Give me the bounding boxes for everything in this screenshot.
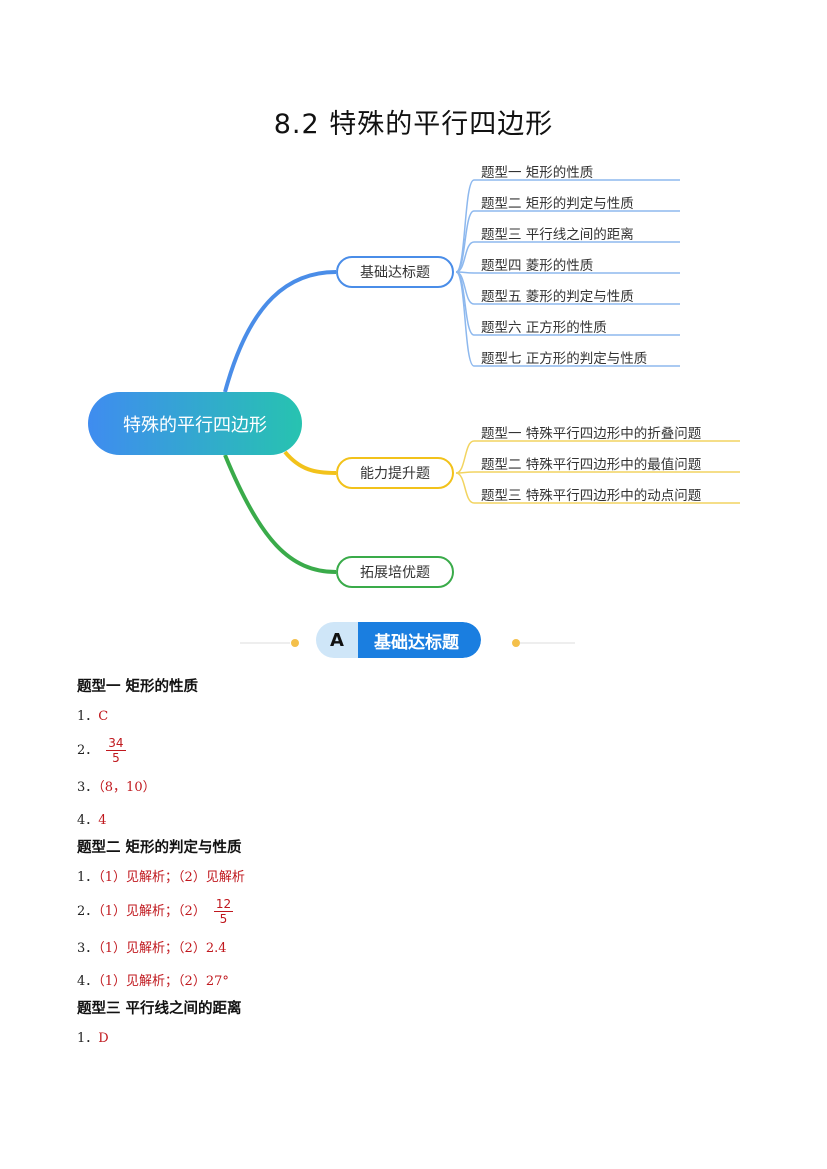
section-ribbon: A 基础达标题 bbox=[316, 622, 481, 658]
branch-basic: 基础达标题 bbox=[336, 256, 454, 288]
branch-advanced: 能力提升题 bbox=[336, 457, 454, 489]
leaf-connector bbox=[455, 179, 680, 273]
leaf-connector bbox=[455, 440, 740, 474]
answer-number: 1． bbox=[77, 1031, 99, 1046]
question-type-heading: 题型三 平行线之间的距离 bbox=[77, 1001, 242, 1017]
mindmap-connectors bbox=[223, 179, 740, 647]
answer-number: 4． bbox=[77, 813, 99, 828]
answer-text: 4 bbox=[98, 813, 107, 828]
answer-text: （8，10） bbox=[98, 780, 156, 795]
answer-text: （1）见解析；（2） bbox=[98, 904, 206, 919]
answer-number: 3． bbox=[77, 780, 99, 795]
numerator: 12 bbox=[213, 897, 234, 912]
leaf-connector bbox=[455, 471, 740, 474]
answer-number: 3． bbox=[77, 941, 99, 956]
mindmap-leaf: 题型五 菱形的判定与性质 bbox=[481, 289, 634, 305]
branch-line-advanced bbox=[283, 450, 337, 475]
section-letter: A bbox=[316, 622, 358, 658]
mindmap-center-node: 特殊的平行四边形 bbox=[88, 392, 302, 455]
dot-left bbox=[291, 639, 299, 647]
answer-text: （1）见解析；（2）27° bbox=[98, 974, 229, 989]
question-type-heading: 题型一 矩形的性质 bbox=[77, 679, 199, 695]
answer-item: 1．D bbox=[77, 1027, 109, 1046]
mindmap-leaf: 题型七 正方形的判定与性质 bbox=[481, 351, 648, 367]
denominator: 5 bbox=[219, 912, 228, 926]
answer-item: 4．4 bbox=[77, 809, 107, 828]
answer-text: （1）见解析；（2）2.4 bbox=[98, 941, 227, 956]
leaf-connector bbox=[455, 210, 680, 273]
branch-line-extension bbox=[223, 454, 337, 574]
question-type-heading: 题型二 矩形的判定与性质 bbox=[77, 840, 242, 856]
mindmap-leaf: 题型三 平行线之间的距离 bbox=[481, 227, 634, 243]
mindmap-leaf: 题型一 特殊平行四边形中的折叠问题 bbox=[481, 426, 702, 442]
answer-number: 2． bbox=[77, 904, 99, 919]
answer-number: 1． bbox=[77, 709, 99, 724]
mindmap-leaf: 题型二 矩形的判定与性质 bbox=[481, 196, 634, 212]
mindmap-leaf: 题型一 矩形的性质 bbox=[481, 165, 594, 181]
leaf-connector bbox=[455, 271, 680, 367]
leaf-connector bbox=[455, 241, 680, 273]
branch-extension: 拓展培优题 bbox=[336, 556, 454, 588]
answer-item: 4．（1）见解析；（2）27° bbox=[77, 970, 229, 989]
answer-number: 2． bbox=[77, 743, 99, 758]
answer-item: 1．C bbox=[77, 705, 108, 724]
answer-item: 1．（1）见解析；（2）见解析 bbox=[77, 866, 245, 885]
leaf-connector bbox=[455, 472, 740, 504]
answer-text: （1）见解析；（2）见解析 bbox=[98, 870, 245, 885]
numerator: 34 bbox=[106, 736, 126, 751]
dot-right bbox=[512, 639, 520, 647]
mindmap-leaf: 题型三 特殊平行四边形中的动点问题 bbox=[481, 488, 702, 504]
answer-item: 3．（8，10） bbox=[77, 776, 156, 795]
answer-number: 4． bbox=[77, 974, 99, 989]
answer-number: 1． bbox=[77, 870, 99, 885]
answer-text: D bbox=[98, 1031, 109, 1046]
page-title: 8.2 特殊的平行四边形 bbox=[273, 109, 554, 140]
denominator: 5 bbox=[112, 751, 120, 765]
mindmap-leaf: 题型二 特殊平行四边形中的最值问题 bbox=[481, 457, 702, 473]
answer-item: 3．（1）见解析；（2）2.4 bbox=[77, 937, 227, 956]
answer-text: C bbox=[98, 709, 109, 724]
mindmap-leaf: 题型六 正方形的性质 bbox=[481, 320, 607, 336]
section-label: 基础达标题 bbox=[358, 622, 481, 658]
mindmap-leaf: 题型四 菱形的性质 bbox=[481, 258, 594, 274]
branch-line-basic bbox=[223, 270, 337, 393]
